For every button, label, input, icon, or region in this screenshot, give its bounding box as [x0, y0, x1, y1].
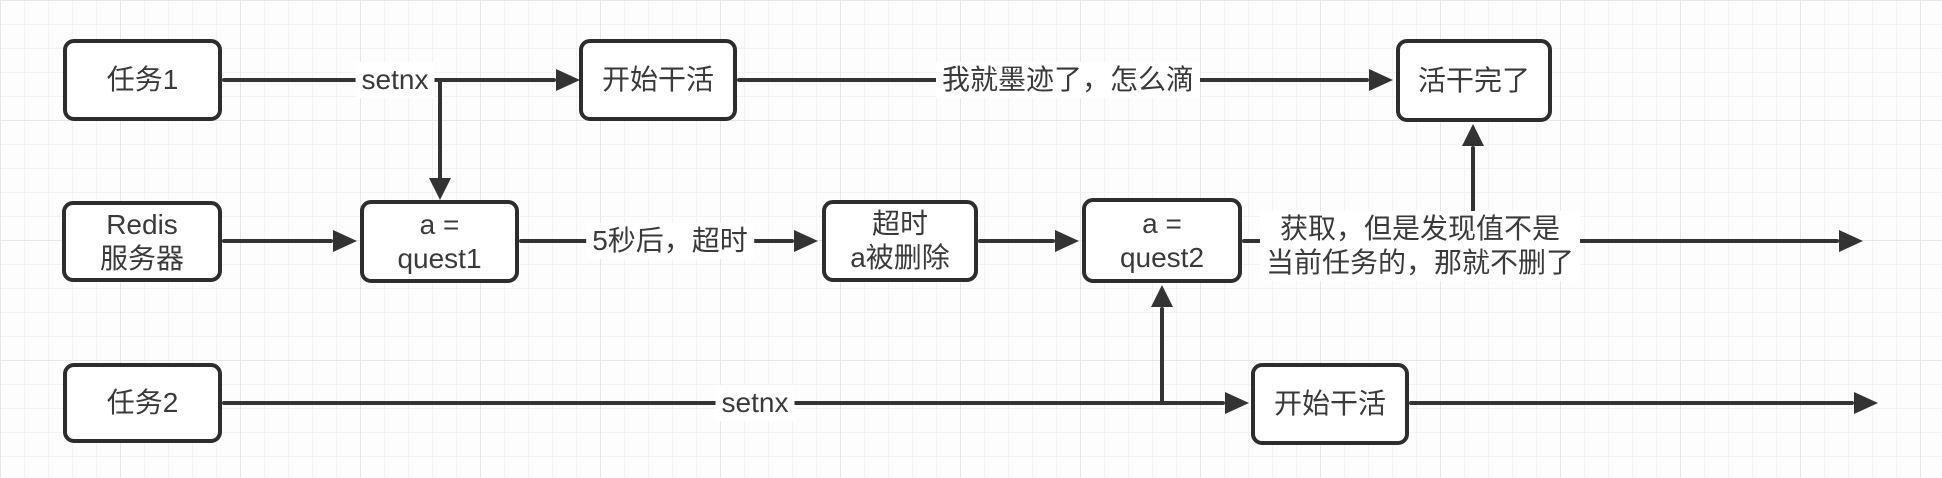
edge-setnx2-to-quest2-line [1160, 307, 1164, 403]
arrowhead-right-icon [1055, 230, 1079, 252]
node-redis-server-line2: 服务器 [99, 242, 184, 274]
node-timeout-a-deleted-line1: 超时 [871, 208, 928, 239]
edge-startwork2-out-line [1409, 401, 1854, 405]
edge-quest2-out-stub-line [1242, 239, 1272, 243]
node-work-done-label: 活干完了 [1417, 64, 1530, 96]
arrowhead-right-icon [1839, 230, 1863, 252]
node-start-work-top-label: 开始干活 [601, 64, 714, 95]
node-task2: 任务2 [63, 363, 222, 443]
node-a-quest2: a = quest2 [1082, 198, 1242, 283]
arrowhead-right-icon [1854, 392, 1878, 414]
node-task2-label: 任务2 [106, 387, 179, 418]
node-work-done: 活干完了 [1396, 39, 1552, 122]
edge-label-get-but-line1: 获取，但是发现值不是 [1279, 213, 1561, 244]
node-a-quest2-line1: a = [1142, 207, 1182, 239]
edge-setnx-to-quest1-line [438, 80, 442, 180]
node-start-work-top: 开始干活 [579, 39, 737, 121]
edge-label-procrastinate: 我就墨迹了，怎么滴 [935, 62, 1201, 98]
node-redis-server: Redis 服务器 [62, 201, 222, 282]
edge-getnote-out-line [1560, 239, 1839, 243]
edge-timeout-to-quest2-line [978, 239, 1055, 243]
node-redis-server-line1: Redis [106, 208, 178, 240]
edge-getnote-to-workdone-line [1471, 146, 1475, 212]
node-start-work-bottom: 开始干活 [1251, 363, 1409, 445]
node-start-work-bottom-label: 开始干活 [1273, 388, 1386, 419]
node-a-quest2-line2: quest2 [1119, 241, 1205, 273]
node-timeout-a-deleted: 超时 a被删除 [822, 200, 978, 282]
arrowhead-right-icon [1369, 69, 1393, 91]
arrowhead-right-icon [794, 230, 818, 252]
node-task1-label: 任务1 [106, 64, 179, 95]
edge-label-setnx-top: setnx [355, 62, 435, 98]
arrowhead-right-icon [333, 230, 357, 252]
edge-label-after-5s-timeout: 5秒后，超时 [586, 223, 754, 259]
arrowhead-right-icon [1225, 392, 1249, 414]
arrowhead-down-icon [429, 178, 451, 200]
edge-label-get-but-line2: 当前任务的，那就不删了 [1265, 247, 1575, 278]
node-a-quest1: a = quest1 [360, 200, 519, 283]
edge-label-get-but-not-mine: 获取，但是发现值不是 当前任务的，那就不删了 [1259, 211, 1581, 281]
node-task1: 任务1 [63, 39, 222, 121]
arrowhead-up-icon [1151, 285, 1173, 307]
node-a-quest1-line2: quest1 [397, 242, 482, 274]
arrowhead-up-icon [1462, 124, 1484, 146]
node-a-quest1-line1: a = [419, 208, 460, 240]
arrowhead-right-icon [556, 69, 580, 91]
edge-redis-to-quest1-line [222, 239, 333, 243]
node-timeout-a-deleted-line2: a被删除 [850, 242, 950, 273]
edge-label-setnx-bottom: setnx [715, 385, 795, 421]
